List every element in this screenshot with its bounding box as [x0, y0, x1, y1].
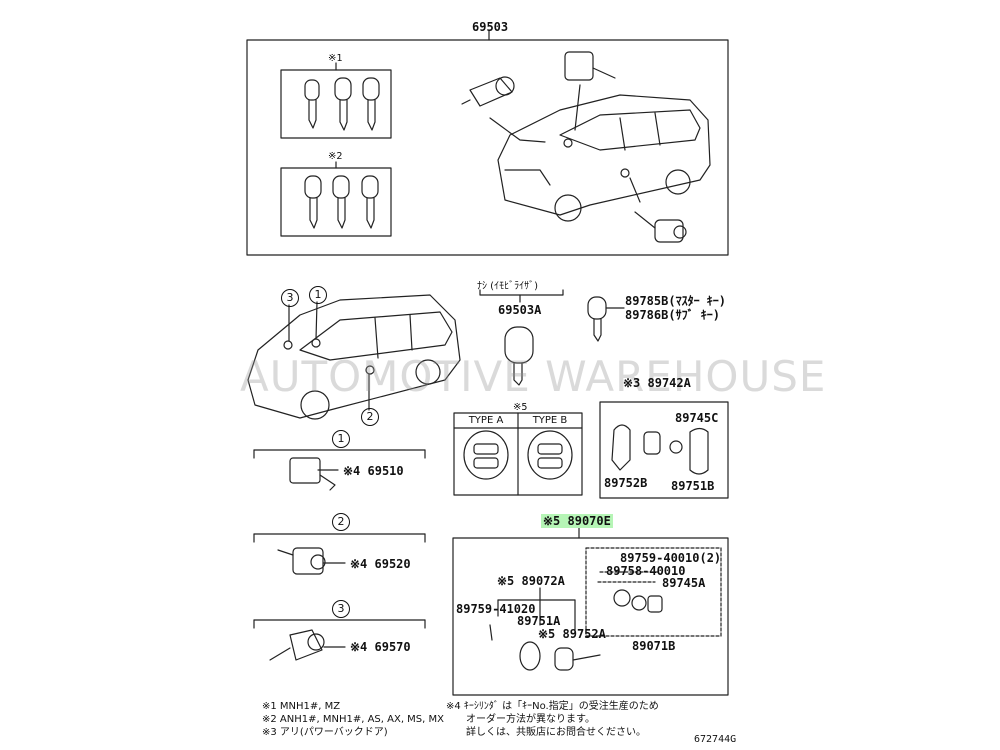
type-a-label: TYPE A	[468, 415, 504, 426]
section-1-header: 1	[332, 430, 350, 448]
watermark-text: AUTOMOTIVE WAREHOUSE	[240, 352, 827, 401]
part-89071b-label: 89071B	[632, 639, 676, 653]
callout-1: 1	[309, 286, 327, 304]
part-89742a-label: ※3 89742A	[623, 376, 691, 390]
section-2-header: 2	[332, 513, 350, 531]
part-89072a-label: ※5 89072A	[497, 574, 565, 588]
footnote-3: ※3 アリ(パワーバックドア)	[262, 727, 388, 738]
part-89745c-label: 89745C	[675, 411, 719, 425]
diagram-id: 672744G	[694, 734, 737, 745]
part-89070e-highlight: ※5 89070E	[541, 514, 613, 528]
part-69503-label: 69503	[472, 20, 509, 34]
footnote-4-line3: 詳しくは、共販店にお問合せください。	[466, 727, 646, 738]
footnote-1: ※1 MNH1#, MZ	[262, 701, 341, 712]
part-69503a-label: 69503A	[498, 303, 542, 317]
part-69520-label: ※4 69520	[350, 557, 411, 571]
part-sub-key-label: 89786B(ｻﾌﾞ ｷｰ)	[625, 308, 721, 322]
part-89759-40010-label: 89759-40010(2)	[620, 551, 722, 565]
part-69510-label: ※4 69510	[343, 464, 404, 478]
part-89751b-label: 89751B	[671, 479, 715, 493]
part-89758-40010-label: 89758-40010	[606, 564, 686, 578]
part-89745a-label: 89745A	[662, 576, 706, 590]
immobilizer-note: ﾅｼ (ｲﾓﾋﾞﾗｲｻﾞ)	[477, 281, 538, 292]
part-89752a-label: ※5 89752A	[538, 627, 606, 641]
note-5-label: ※5	[513, 402, 528, 413]
footnote-4-line2: オーダー方法が異なります。	[466, 714, 595, 725]
note-1-label: ※1	[328, 53, 343, 64]
part-89759-41020-label: 89759-41020	[456, 602, 536, 616]
note-2-label: ※2	[328, 151, 343, 162]
footnote-2: ※2 ANH1#, MNH1#, AS, AX, MS, MX	[262, 714, 444, 725]
part-89751a-label: 89751A	[517, 614, 561, 628]
section-3-header: 3	[332, 600, 350, 618]
part-69570-label: ※4 69570	[350, 640, 411, 654]
part-89752b-label: 89752B	[604, 476, 648, 490]
footnote-4-line1: ※4 ｷｰｼﾘﾝﾀﾞ は「ｷｰNo.指定」の受注生産のため	[446, 701, 659, 712]
part-master-key-label: 89785B(ﾏｽﾀｰ ｷｰ)	[625, 294, 727, 308]
callout-2: 2	[361, 408, 379, 426]
callout-3: 3	[281, 289, 299, 307]
type-b-label: TYPE B	[532, 415, 568, 426]
key-icon	[304, 77, 380, 131]
